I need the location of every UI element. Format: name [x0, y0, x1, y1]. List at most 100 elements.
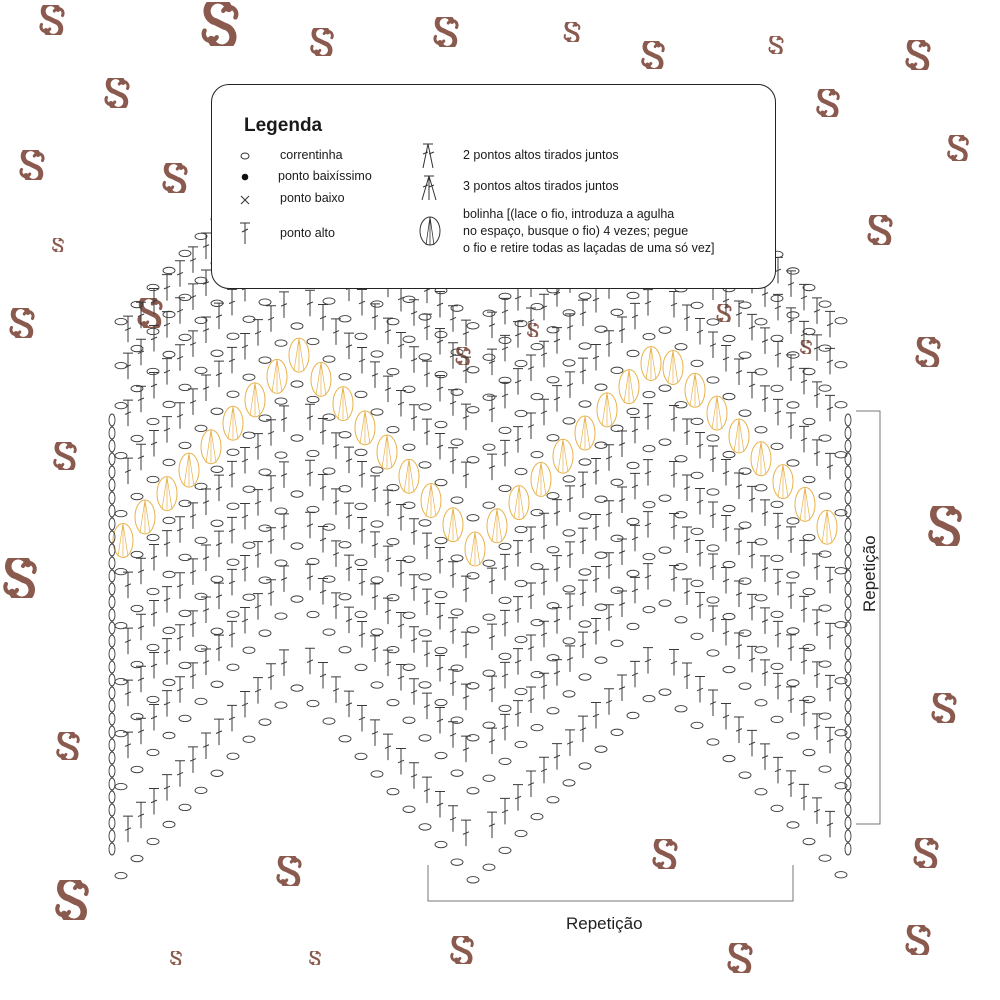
double-crochet-stitch: [799, 539, 809, 567]
chain-stitch: [338, 431, 352, 439]
double-crochet-stitch: [240, 446, 250, 474]
chain-stitch: [818, 660, 832, 668]
double-crochet-stitch: [799, 783, 809, 811]
edge-chain-stitch: [844, 439, 852, 453]
chain-stitch: [802, 475, 816, 484]
chain-stitch: [738, 577, 752, 585]
bobble-stitch: [442, 507, 464, 543]
logo-watermark-icon: [917, 336, 939, 369]
double-crochet-stitch: [175, 760, 185, 787]
double-crochet-stitch: [318, 418, 328, 445]
logo-watermark-icon: [799, 340, 813, 354]
chain-stitch: [242, 431, 256, 439]
double-crochet-stitch: [409, 762, 419, 789]
double-crochet-stitch: [370, 719, 380, 746]
double-crochet-stitch: [500, 334, 510, 362]
edge-chain-stitch: [844, 816, 852, 830]
chain-stitch: [482, 774, 496, 782]
double-crochet-stitch: [266, 419, 276, 446]
dc2tog-symbol-icon: [422, 143, 435, 169]
double-crochet-stitch: [734, 580, 744, 607]
double-crochet-stitch: [318, 474, 328, 501]
chain-stitch: [290, 434, 304, 442]
double-crochet-stitch: [279, 461, 289, 488]
chain-stitch: [546, 602, 560, 610]
chain-stitch: [450, 304, 464, 312]
double-crochet-stitch: [591, 617, 601, 645]
double-crochet-stitch: [539, 293, 549, 321]
chain-stitch: [418, 353, 432, 361]
logo-watermark-icon: [164, 162, 186, 195]
double-crochet-stitch: [812, 381, 822, 408]
chain-stitch: [466, 406, 480, 414]
chain-stitch: [546, 376, 560, 384]
chain-stitch: [210, 407, 224, 415]
single-crochet-symbol-icon: [240, 195, 250, 205]
chain-stitch: [114, 401, 128, 410]
double-crochet-stitch: [812, 609, 822, 636]
chain-stitch: [674, 401, 688, 409]
double-crochet-stitch: [539, 512, 549, 540]
chain-stitch: [770, 804, 784, 813]
double-crochet-stitch: [136, 717, 146, 745]
double-crochet-stitch: [565, 371, 575, 398]
bobble-stitch: [156, 476, 178, 512]
double-crochet-stitch: [305, 289, 315, 317]
chain-stitch: [274, 559, 288, 567]
edge-chain-stitch: [844, 790, 852, 804]
chain-stitch: [162, 310, 176, 319]
chain-stitch: [258, 468, 272, 476]
double-crochet-stitch: [435, 654, 445, 682]
double-crochet-stitch: [305, 403, 315, 431]
double-crochet-stitch: [539, 568, 549, 596]
chain-stitch: [834, 729, 848, 737]
logo-watermark-icon: [907, 924, 929, 957]
chain-stitch: [658, 384, 672, 392]
double-crochet-stitch: [266, 579, 276, 606]
chain-stitch: [562, 417, 576, 425]
chain-stitch: [146, 837, 160, 846]
double-crochet-stitch: [682, 474, 692, 502]
double-crochet-stitch: [708, 331, 718, 358]
edge-chain-stitch: [844, 452, 852, 466]
chain-stitch: [834, 567, 848, 575]
double-crochet-stitch: [279, 405, 289, 432]
double-crochet-stitch: [695, 431, 705, 459]
double-crochet-stitch: [773, 293, 783, 321]
double-crochet-stitch: [578, 631, 588, 659]
double-crochet-stitch: [526, 770, 536, 797]
chain-stitch: [802, 533, 816, 542]
bobble-stitch: [816, 509, 838, 545]
double-crochet-stitch: [630, 472, 640, 500]
double-crochet-stitch: [500, 439, 510, 467]
legend-label-double-crochet: ponto alto: [280, 226, 335, 240]
logo-watermark-icon: [907, 39, 929, 72]
logo-watermark-icon: [948, 134, 967, 162]
double-crochet-stitch: [123, 352, 133, 380]
double-crochet-stitch: [188, 746, 198, 773]
double-crochet-stitch: [513, 596, 523, 623]
chain-stitch: [546, 654, 560, 662]
chain-stitch: [338, 485, 352, 493]
double-crochet-stitch: [812, 553, 822, 580]
double-crochet-stitch: [344, 690, 354, 718]
chain-stitch: [370, 350, 384, 358]
chain-stitch: [722, 450, 736, 459]
double-crochet-stitch: [331, 676, 341, 703]
chain-stitch: [114, 621, 128, 630]
chain-stitch: [194, 424, 208, 433]
chain-stitch: [834, 451, 848, 459]
chain-stitch: [578, 568, 592, 576]
chain-stitch: [354, 558, 368, 567]
chain-stitch: [226, 332, 240, 340]
chain-stitch: [514, 579, 528, 588]
double-crochet-stitch: [682, 526, 692, 554]
double-crochet-stitch: [253, 319, 263, 346]
legend-label-bobble-line-3: o fio e retire todas as laçadas de uma s…: [463, 241, 715, 255]
double-crochet-stitch: [565, 541, 575, 568]
edge-chain-stitch: [108, 686, 116, 700]
chain-stitch: [770, 662, 784, 671]
chain-stitch: [386, 426, 400, 434]
double-crochet-stitch: [188, 502, 198, 529]
double-crochet-stitch: [279, 565, 289, 592]
